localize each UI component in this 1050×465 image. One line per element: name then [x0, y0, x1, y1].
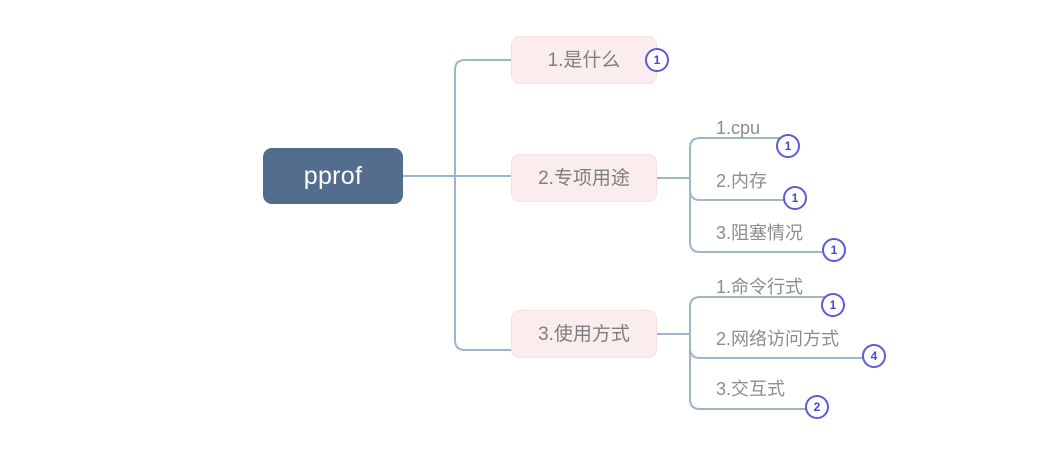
leaf-node[interactable]: 2.内存: [716, 161, 767, 191]
count-badge[interactable]: 1: [783, 186, 807, 210]
root-node[interactable]: pprof: [263, 148, 403, 204]
count-badge[interactable]: 1: [822, 238, 846, 262]
branch-node-label: 2.专项用途: [538, 167, 630, 189]
leaf-node-label: 1.cpu: [716, 118, 761, 139]
count-badge-value: 1: [829, 298, 837, 312]
leaf-node[interactable]: 1.命令行式: [716, 267, 803, 297]
count-badge[interactable]: 1: [776, 134, 800, 158]
leaf-node-label: 2.内存: [716, 171, 768, 192]
branch-node-2[interactable]: 2.专项用途: [511, 154, 657, 202]
leaf-node-label: 2.网络访问方式: [716, 329, 840, 350]
count-badge[interactable]: 2: [805, 395, 829, 419]
leaf-node[interactable]: 3.交互式: [716, 369, 785, 399]
leaf-node-label: 1.命令行式: [716, 277, 804, 298]
count-badge[interactable]: 4: [862, 344, 886, 368]
branch-node-label: 3.使用方式: [538, 323, 630, 345]
leaf-node[interactable]: 3.阻塞情况: [716, 213, 803, 243]
count-badge[interactable]: 1: [821, 293, 845, 317]
count-badge-value: 1: [784, 139, 792, 153]
count-badge[interactable]: 1: [645, 48, 669, 72]
count-badge-value: 1: [653, 53, 661, 67]
count-badge-value: 4: [870, 349, 878, 363]
count-badge-value: 1: [830, 243, 838, 257]
branch-node-3[interactable]: 3.使用方式: [511, 310, 657, 358]
root-node-label: pprof: [303, 161, 363, 190]
leaf-node[interactable]: 2.网络访问方式: [716, 319, 839, 349]
leaf-node-label: 3.阻塞情况: [716, 223, 804, 244]
branch-node-label: 1.是什么: [547, 49, 621, 71]
count-badge-value: 2: [813, 400, 821, 414]
leaf-node-label: 3.交互式: [716, 379, 786, 400]
leaf-node[interactable]: 1.cpu: [716, 108, 760, 138]
branch-node-1[interactable]: 1.是什么: [511, 36, 657, 84]
count-badge-value: 1: [791, 191, 799, 205]
